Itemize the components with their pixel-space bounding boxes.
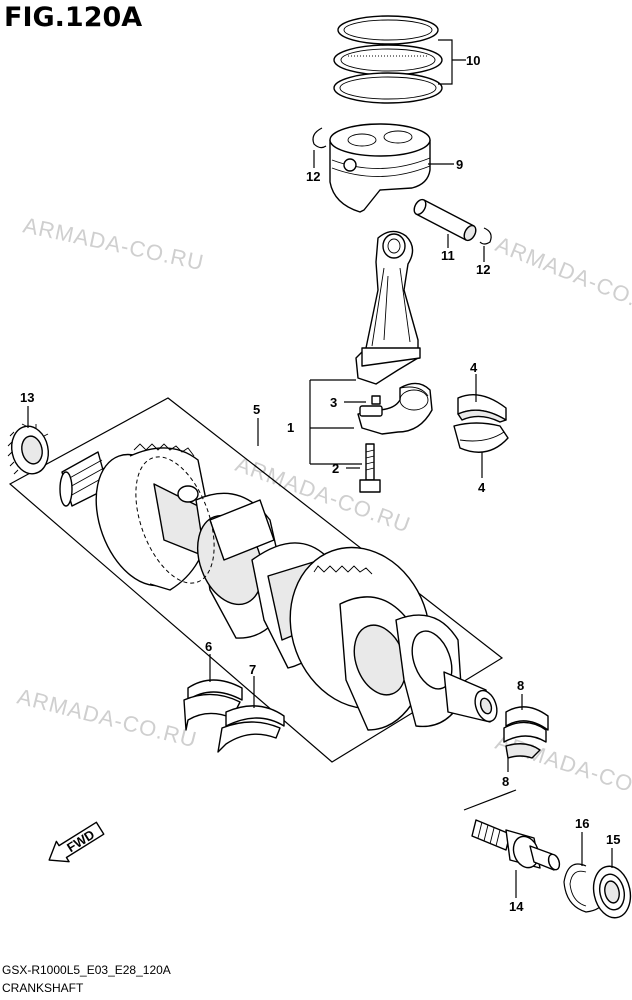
callout-2: 2 bbox=[332, 461, 339, 476]
crankshaft-assembly-frame bbox=[8, 397, 504, 763]
circlip-large-inner bbox=[569, 870, 587, 907]
callout-15: 15 bbox=[606, 832, 620, 847]
watermark-5: ARMADA-CO.RU bbox=[492, 729, 632, 810]
callout-12-left: 12 bbox=[306, 169, 320, 184]
callout-11: 11 bbox=[441, 248, 455, 263]
piston-pin bbox=[413, 198, 477, 242]
callout-13: 13 bbox=[20, 390, 34, 405]
callout-6: 6 bbox=[205, 639, 212, 654]
oil-seal bbox=[592, 865, 632, 919]
watermark-2: ARMADA-CO.RU bbox=[492, 231, 632, 323]
connecting-rod bbox=[355, 230, 433, 435]
callout-8-bottom: 8 bbox=[502, 774, 509, 789]
crank-gear bbox=[7, 423, 50, 475]
figure-title: FIG.120A bbox=[4, 2, 142, 33]
callout-4-bottom: 4 bbox=[478, 480, 486, 495]
circlip-right bbox=[479, 227, 492, 245]
callout-16: 16 bbox=[575, 816, 589, 831]
figure-code: GSX-R1000L5_E03_E28_120A bbox=[2, 963, 171, 977]
circlip-large bbox=[563, 863, 605, 913]
callout-labels: 10 9 12 11 12 4 3 1 2 4 5 13 6 7 8 8 16 … bbox=[20, 53, 620, 914]
figure-caption: CRANKSHAFT bbox=[2, 981, 84, 995]
watermark-1: ARMADA-CO.RU bbox=[21, 212, 207, 275]
callout-10: 10 bbox=[466, 53, 480, 68]
circlip-left bbox=[312, 127, 327, 149]
piston-rings bbox=[333, 15, 443, 104]
connecting-rod-bolt bbox=[359, 443, 381, 493]
callout-4-top: 4 bbox=[470, 360, 478, 375]
callout-1: 1 bbox=[287, 420, 294, 435]
crankshaft bbox=[59, 443, 498, 731]
callout-5: 5 bbox=[253, 402, 260, 417]
output-bolt bbox=[463, 789, 561, 871]
callout-14: 14 bbox=[509, 899, 524, 914]
callout-3: 3 bbox=[330, 395, 337, 410]
fwd-arrow-icon: FWD bbox=[48, 821, 105, 863]
piston bbox=[329, 123, 431, 213]
main-bearing-lower bbox=[217, 705, 285, 753]
rod-bearings bbox=[453, 394, 509, 453]
main-bearing-upper bbox=[183, 679, 243, 731]
leader-lines bbox=[27, 39, 613, 898]
callout-7: 7 bbox=[249, 662, 256, 677]
callout-12-right: 12 bbox=[476, 262, 490, 277]
watermark-4: ARMADA-CO.RU bbox=[15, 684, 200, 753]
thrust-bearings bbox=[503, 706, 549, 759]
callout-8-top: 8 bbox=[517, 678, 524, 693]
callout-9: 9 bbox=[456, 157, 463, 172]
